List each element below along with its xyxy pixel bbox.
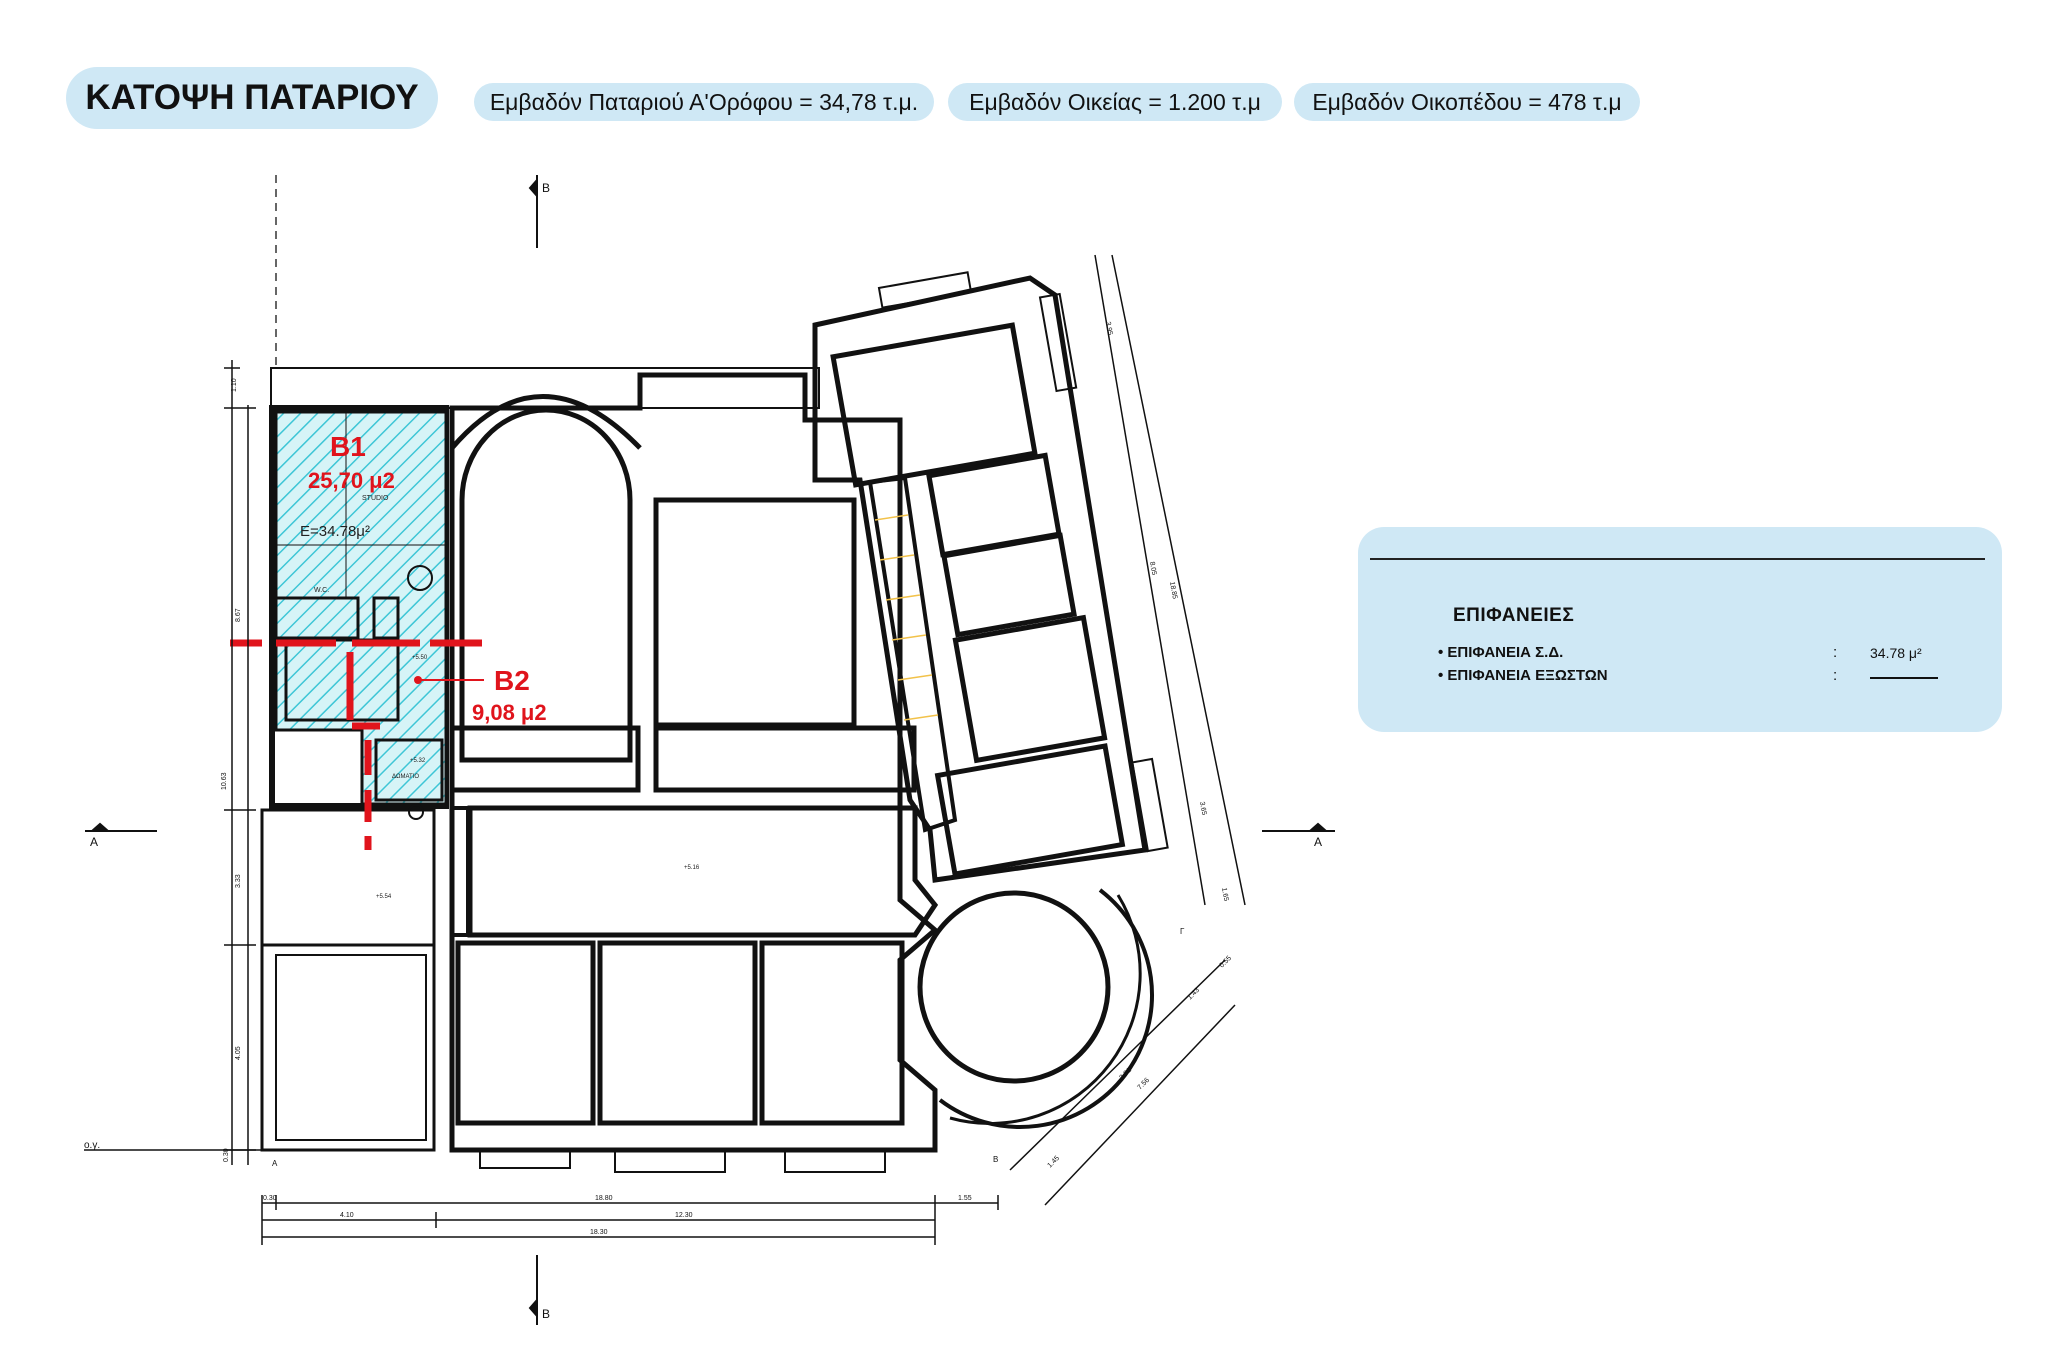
zone-b2-label: B2 xyxy=(494,665,530,696)
legend-row-balconies-dash xyxy=(1870,677,1938,679)
svg-text:8.05: 8.05 xyxy=(1148,561,1157,576)
svg-text:ο.γ.: ο.γ. xyxy=(84,1140,100,1151)
svg-text:+5.32: +5.32 xyxy=(410,758,426,764)
svg-text:18.30: 18.30 xyxy=(590,1229,608,1236)
svg-text:18.85: 18.85 xyxy=(1168,581,1178,600)
zone-b2-area: 9,08 μ2 xyxy=(472,700,547,725)
legend-row-sd-value: 34.78 μ² xyxy=(1870,645,1922,661)
svg-text:1.45: 1.45 xyxy=(1046,1155,1061,1170)
svg-text:1.55: 1.55 xyxy=(958,1195,972,1202)
svg-text:Γ: Γ xyxy=(1180,927,1185,936)
bottom-dimensions xyxy=(261,1195,999,1245)
mezzanine-interior-walls xyxy=(274,412,446,802)
outer-walls xyxy=(260,271,1169,1173)
legend-row-balconies-colon: : xyxy=(1833,667,1838,684)
zone-b1-label: B1 xyxy=(330,431,366,462)
svg-text:+5.50: +5.50 xyxy=(412,655,428,661)
legend-row-balconies-label: • ΕΠΙΦΑΝΕΙΑ ΕΞΩΣΤΩΝ xyxy=(1438,667,1608,684)
area-note: E=34.78μ² xyxy=(300,523,370,540)
mezzanine-area-badge: Εμβαδόν Παταριού Α'Ορόφου = 34,78 τ.μ. xyxy=(474,83,934,121)
svg-text:10.63: 10.63 xyxy=(221,772,228,790)
svg-text:1.43: 1.43 xyxy=(1186,987,1201,1002)
wc-label: W.C. xyxy=(314,587,329,594)
studio-label: STUDIO xyxy=(362,495,389,502)
house-area-badge: Εμβαδόν Οικείας = 1.200 τ.μ xyxy=(948,83,1282,121)
svg-text:1.10: 1.10 xyxy=(231,378,238,392)
svg-text:A: A xyxy=(1314,835,1322,849)
svg-text:12.30: 12.30 xyxy=(675,1212,693,1219)
legend-heading: ΕΠΙΦΑΝΕΙΕΣ xyxy=(1453,605,1575,626)
svg-text:4.05: 4.05 xyxy=(235,1046,242,1060)
svg-text:B: B xyxy=(542,1307,550,1321)
page-title: ΚΑΤΟΨΗ ΠΑΤΑΡΙΟΥ xyxy=(66,67,438,129)
stair-treads xyxy=(874,514,939,721)
zone-b1-area: 25,70 μ2 xyxy=(308,468,395,493)
legend-row-sd-label: • ΕΠΙΦΑΝΕΙΑ Σ.Δ. xyxy=(1438,644,1564,661)
svg-text:4.10: 4.10 xyxy=(340,1212,354,1219)
b2-leader-dot xyxy=(414,676,422,684)
legend-rule xyxy=(1370,558,1985,560)
legend-row-sd-colon: : xyxy=(1833,644,1838,661)
svg-text:A: A xyxy=(90,835,98,849)
svg-text:7.56: 7.56 xyxy=(1136,1077,1151,1092)
svg-text:0.30: 0.30 xyxy=(263,1195,277,1202)
fixture xyxy=(408,804,424,820)
left-dimensions xyxy=(224,360,256,1165)
svg-text:8.67: 8.67 xyxy=(235,608,242,622)
door-swing xyxy=(407,565,433,591)
elevation-markers: +5.50 +5.32 +5.16 +5.54 xyxy=(376,655,700,900)
svg-text:B: B xyxy=(993,1155,998,1164)
zone-divider xyxy=(230,639,482,850)
svg-text:0.30: 0.30 xyxy=(223,1148,230,1162)
svg-text:0.55: 0.55 xyxy=(1218,955,1233,970)
right-dimensions xyxy=(1009,254,1246,1206)
room-label: ΔΩΜΑΤΙΟ xyxy=(392,774,419,780)
svg-text:+5.54: +5.54 xyxy=(376,894,392,900)
svg-text:A: A xyxy=(272,1159,278,1168)
left-dimension-labels: 1.10 8.67 10.63 3.33 4.05 0.30 xyxy=(221,378,242,1162)
svg-text:+5.16: +5.16 xyxy=(684,865,700,871)
mezzanine-zone xyxy=(274,410,448,806)
svg-text:1.65: 1.65 xyxy=(1220,887,1229,902)
svg-text:18.80: 18.80 xyxy=(595,1195,613,1202)
section-labels: B B A A ο.γ. A B Γ xyxy=(84,181,1322,1321)
plot-area-badge: Εμβαδόν Οικοπέδου = 478 τ.μ xyxy=(1294,83,1640,121)
svg-text:3.33: 3.33 xyxy=(235,874,242,888)
svg-text:3.65: 3.65 xyxy=(1198,801,1207,816)
surfaces-legend: ΕΠΙΦΑΝΕΙΕΣ • ΕΠΙΦΑΝΕΙΑ Σ.Δ. : 34.78 μ² •… xyxy=(1358,527,2002,732)
svg-text:3.95: 3.95 xyxy=(1104,321,1113,336)
section-markers xyxy=(85,175,1335,1325)
bottom-dimension-labels: 0.30 18.80 1.55 4.10 12.30 18.30 xyxy=(263,1195,972,1236)
svg-text:B: B xyxy=(542,181,550,195)
